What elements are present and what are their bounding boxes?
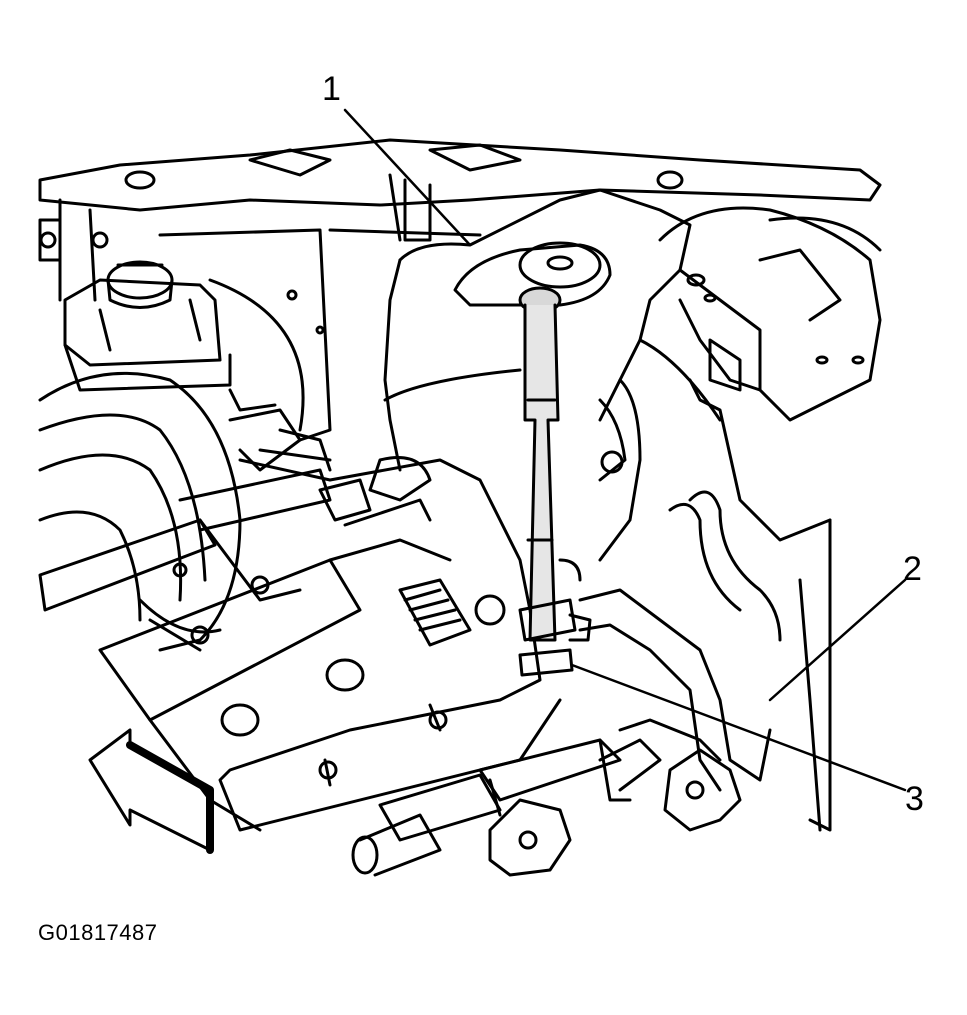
brake-booster — [40, 373, 240, 650]
firewall-panel — [160, 230, 480, 440]
figure-id: G01817487 — [38, 920, 158, 945]
callout-2: 2 — [903, 550, 922, 588]
callout-3: 3 — [905, 780, 924, 818]
forward-arrow — [90, 730, 210, 850]
brake-lines — [40, 390, 330, 650]
engine-valve-cover — [100, 458, 560, 831]
coolant-hoses — [353, 492, 780, 875]
callout-1: 1 — [322, 70, 341, 108]
brake-reservoir — [65, 262, 230, 390]
fender-apron — [600, 208, 880, 830]
cowl-panel — [40, 140, 880, 300]
support-rod — [520, 288, 590, 675]
leader-lines — [345, 110, 905, 790]
